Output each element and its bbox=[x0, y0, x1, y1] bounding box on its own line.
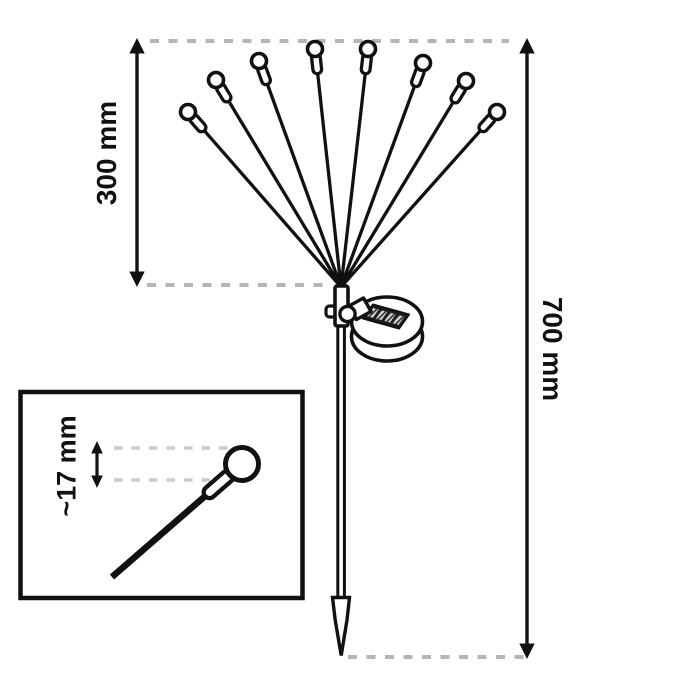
clamp-hinge bbox=[338, 304, 357, 324]
dim-300mm-arrowhead-up bbox=[129, 38, 145, 54]
total-height-label: 700 mm bbox=[537, 297, 568, 401]
bulb-neck-fill bbox=[218, 85, 230, 101]
bulb bbox=[413, 53, 433, 73]
light-stem-wire bbox=[339, 80, 468, 288]
bulb bbox=[358, 39, 378, 59]
inset-bulb bbox=[223, 445, 261, 483]
light-stem-wire bbox=[339, 48, 370, 288]
light-stem-wire bbox=[313, 48, 343, 288]
solar-cell bbox=[382, 311, 398, 324]
light-stem-wire bbox=[186, 110, 343, 289]
bulb bbox=[178, 102, 198, 122]
bulb-neck-fill bbox=[191, 116, 205, 131]
bulb-detail-inset bbox=[18, 389, 305, 601]
inset-stem-wire bbox=[109, 486, 216, 580]
bulb bbox=[487, 102, 507, 122]
firework-solar-light bbox=[178, 39, 507, 656]
inset-bulb-neck-fill bbox=[205, 472, 232, 496]
bulb-neck-fill bbox=[413, 69, 423, 85]
dim-300mm-arrowhead-down bbox=[129, 271, 145, 287]
light-stem-wire bbox=[339, 62, 425, 288]
dim-700mm-arrowhead-up bbox=[519, 38, 535, 54]
bulb bbox=[456, 71, 476, 91]
bulb-neck-fill bbox=[452, 86, 464, 102]
bulb-neck-fill bbox=[480, 116, 494, 131]
solar-cell bbox=[391, 314, 406, 326]
bulb bbox=[305, 39, 325, 59]
bulb-neck-fill bbox=[313, 55, 320, 73]
light-stem-wire bbox=[214, 79, 343, 288]
bulb bbox=[206, 70, 226, 90]
light-stem-wire bbox=[257, 60, 343, 288]
inset-arrowhead-up bbox=[91, 441, 103, 454]
inset-arrowhead-down bbox=[91, 475, 103, 488]
bulb bbox=[249, 51, 269, 71]
dimension-labels: 300 mm 700 mm ~17 mm bbox=[51, 101, 568, 517]
solar-cell bbox=[374, 309, 389, 322]
bulb-neck-fill bbox=[259, 67, 269, 83]
inset-box bbox=[18, 389, 305, 601]
spray-height-label: 300 mm bbox=[91, 101, 122, 205]
pole-shaft bbox=[336, 322, 346, 600]
measurement-guide-lines bbox=[147, 39, 526, 659]
bulb-diameter-label: ~17 mm bbox=[51, 415, 81, 516]
dimension-arrows bbox=[129, 38, 535, 659]
dim-700mm-arrowhead-down bbox=[519, 643, 535, 659]
ground-stake-spike bbox=[330, 595, 352, 656]
bulb-neck-fill bbox=[362, 55, 370, 73]
light-stem-wire bbox=[339, 110, 499, 289]
